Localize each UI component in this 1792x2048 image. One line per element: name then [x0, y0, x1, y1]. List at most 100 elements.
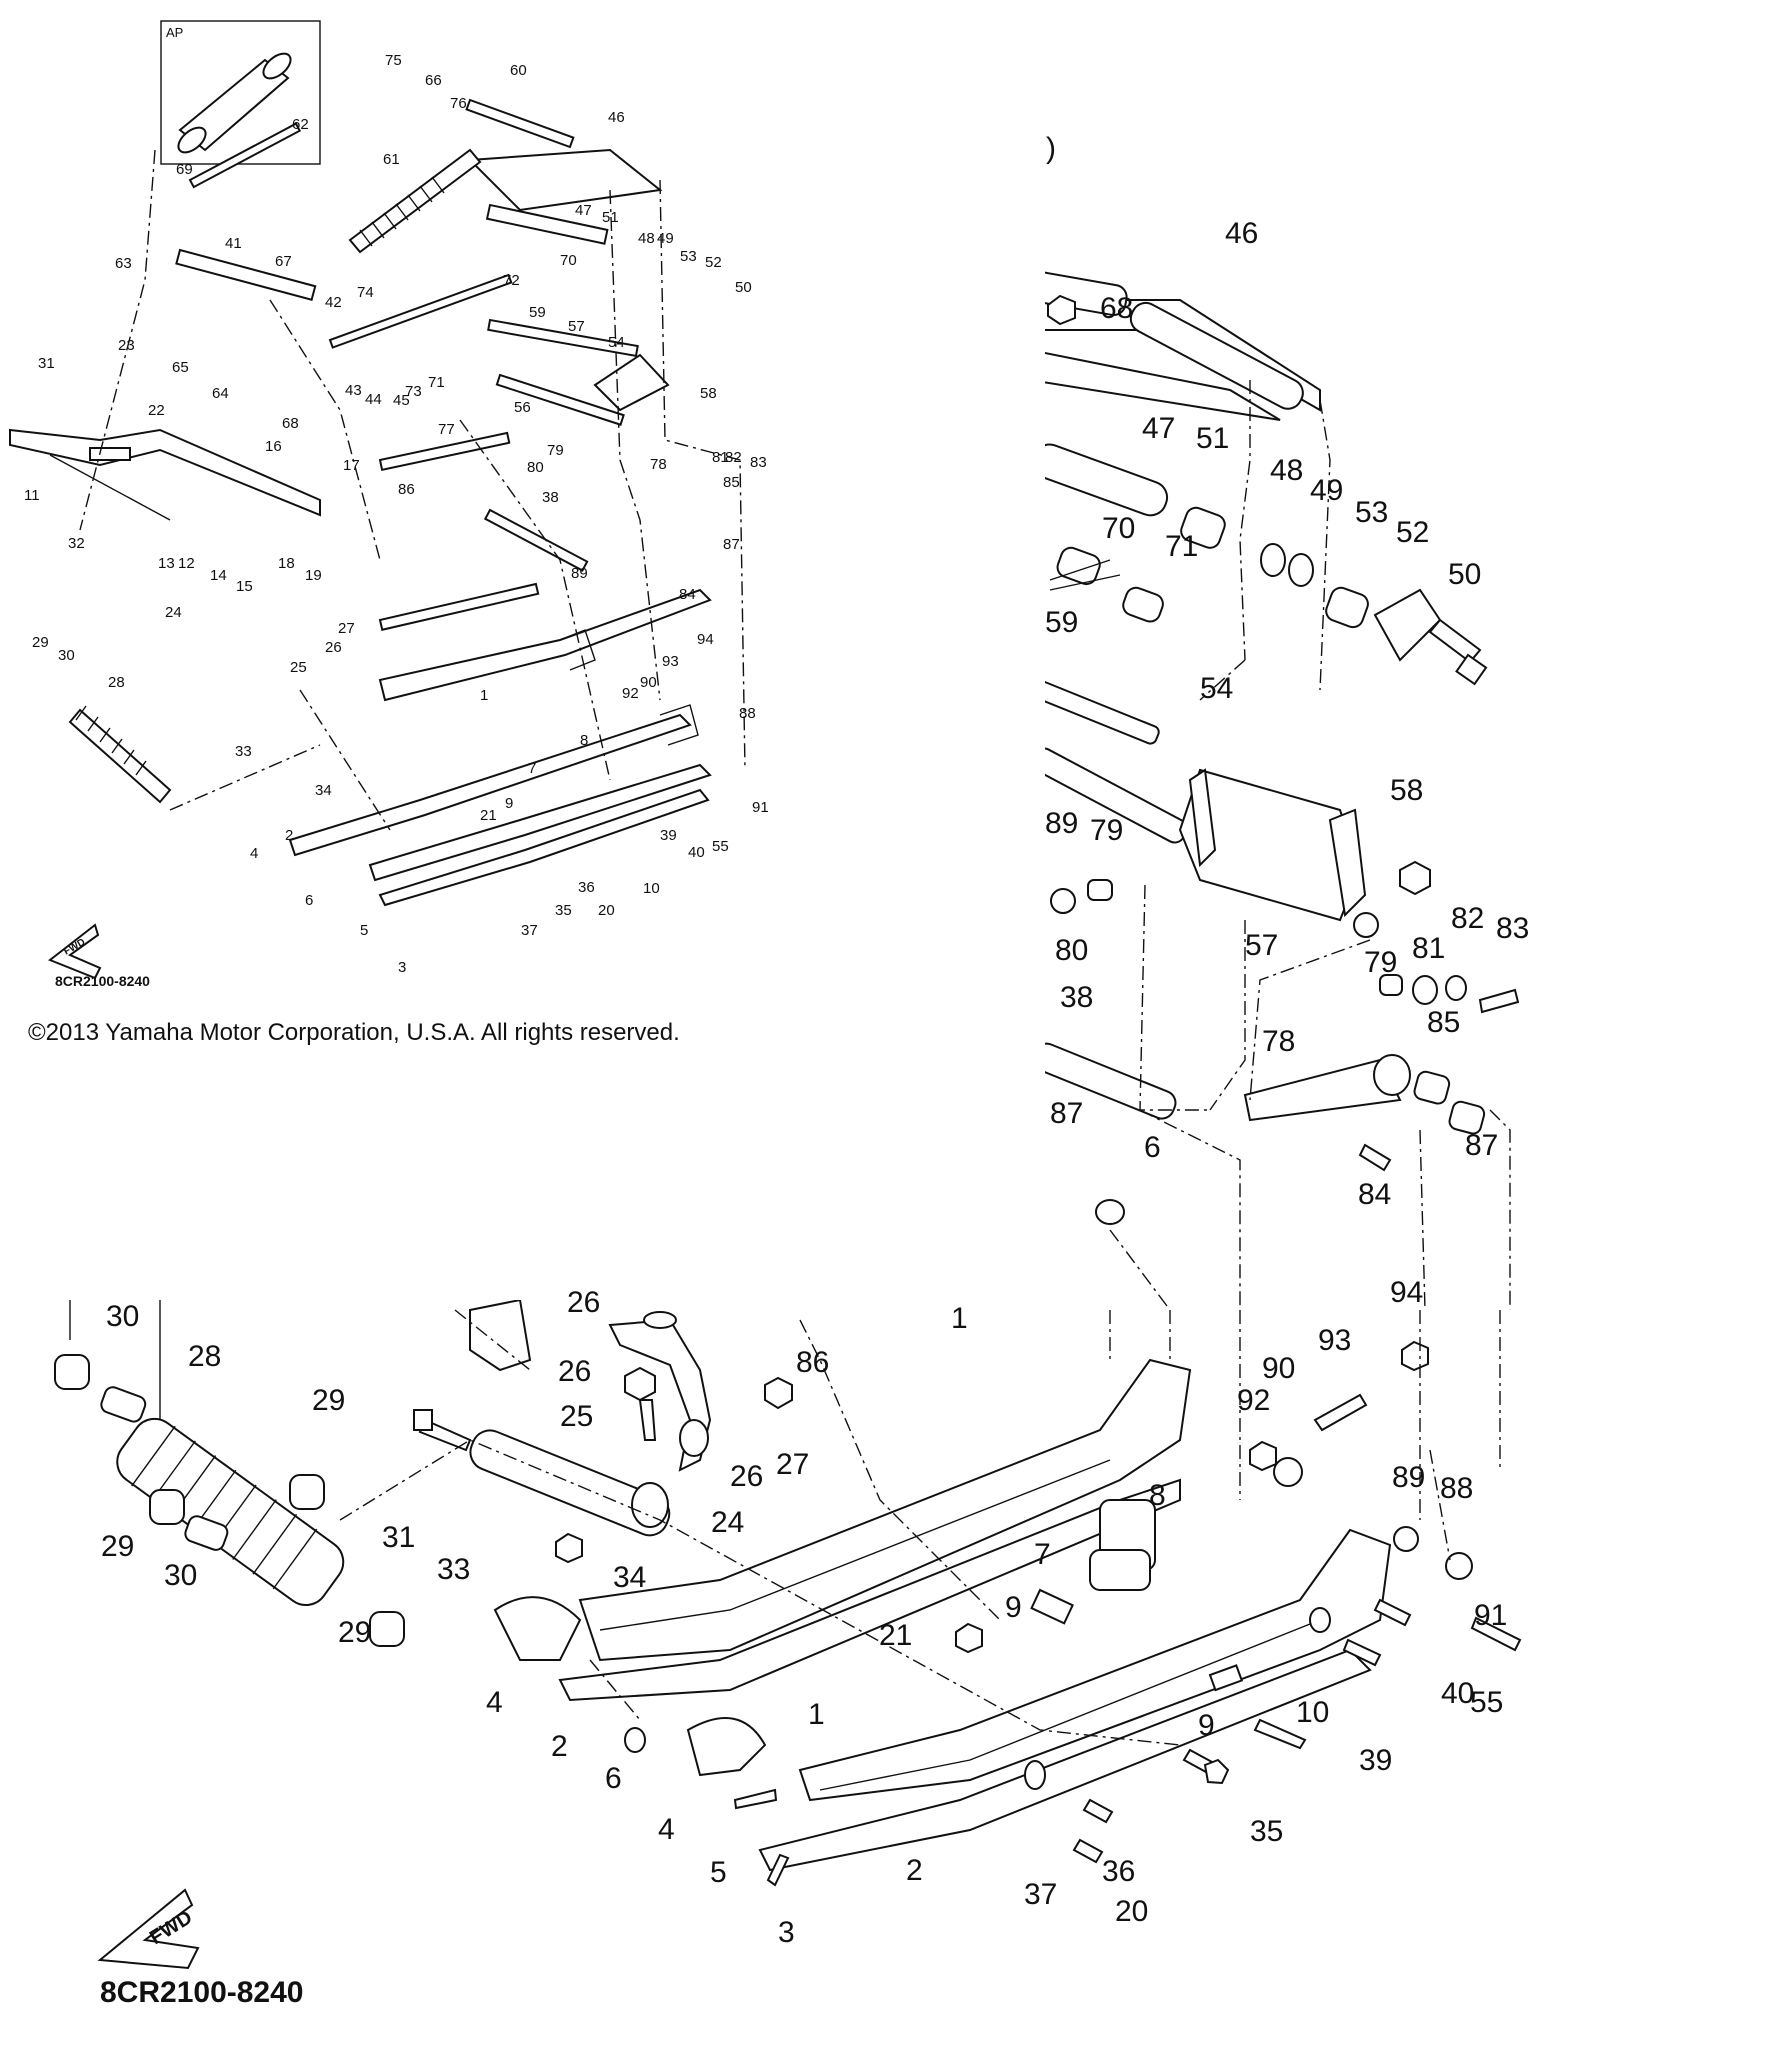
overview-diagram: AP — [9, 20, 769, 989]
overview-callout-54: 54 — [608, 334, 625, 351]
overview-callout-20: 20 — [598, 902, 615, 919]
zoom-upper-callout-89: 89 — [1045, 807, 1078, 840]
zoom-upper-callout-87: 87 — [1465, 1129, 1498, 1162]
zoom-upper-callout-57: 57 — [1245, 929, 1278, 962]
overview-callout-56: 56 — [514, 399, 531, 416]
zoom-lower-callout-5: 5 — [710, 1856, 727, 1889]
overview-callout-35: 35 — [555, 902, 572, 919]
zoom-lower-callout-34: 34 — [613, 1561, 646, 1594]
overview-guide-lines — [79, 149, 746, 831]
zoom-upper-callout-84: 84 — [1358, 1178, 1391, 1211]
overview-callout-62: 62 — [292, 116, 309, 133]
overview-callout-47: 47 — [575, 202, 592, 219]
overview-callout-74: 74 — [357, 284, 374, 301]
overview-shafts — [175, 98, 670, 631]
overview-callout-58: 58 — [700, 385, 717, 402]
overview-callout-84: 84 — [679, 586, 696, 603]
zoom-lower-diagram: FWD 8CR2100-8240 30282929302931333442645… — [54, 1276, 1522, 2009]
overview-callout-91: 91 — [752, 799, 769, 816]
overview-callout-61: 61 — [383, 151, 400, 168]
zoom-upper-callout-71: 71 — [1165, 530, 1198, 563]
zoom-lower-callout-26: 26 — [567, 1286, 600, 1319]
overview-callout-50: 50 — [735, 279, 752, 296]
zoom-lower-callout-2: 2 — [906, 1854, 923, 1887]
zoom-lower-callout-3: 3 — [778, 1916, 795, 1949]
zoom-lower-callout-29: 29 — [101, 1530, 134, 1563]
overview-callout-41: 41 — [225, 235, 242, 252]
overview-callout-15: 15 — [236, 578, 253, 595]
overview-callout-3: 3 — [398, 959, 406, 976]
zoom-lower-callout-4: 4 — [658, 1813, 675, 1846]
zoom-upper-callout-46: 46 — [1225, 217, 1258, 250]
overview-callout-18: 18 — [278, 555, 295, 572]
overview-callout-86: 86 — [398, 481, 415, 498]
overview-callout-2: 2 — [285, 827, 293, 844]
overview-callout-65: 65 — [172, 359, 189, 376]
zoom-lower-callout-4: 4 — [486, 1686, 503, 1719]
overview-slide-rails — [288, 588, 712, 907]
overview-callouts: 1234567891011121314151617181920212223242… — [24, 52, 769, 976]
overview-callout-4: 4 — [250, 845, 258, 862]
overview-callout-46: 46 — [608, 109, 625, 126]
overview-callout-6: 6 — [305, 892, 313, 909]
overview-fwd-label: FWD — [62, 937, 87, 958]
zoom-lower-callout-37: 37 — [1024, 1878, 1057, 1911]
overview-callout-28: 28 — [108, 674, 125, 691]
overview-callout-94: 94 — [697, 631, 714, 648]
zoom-lower-callout-9: 9 — [1198, 1709, 1215, 1742]
zoom-upper-callout-70: 70 — [1102, 512, 1135, 545]
overview-callout-59: 59 — [529, 304, 546, 321]
zoom-lower-callout-8: 8 — [1149, 1479, 1166, 1512]
overview-callout-37: 37 — [521, 922, 538, 939]
overview-callout-29: 29 — [32, 634, 49, 651]
zoom-lower-callout-31: 31 — [382, 1521, 415, 1554]
zoom-lower-callout-88: 88 — [1440, 1472, 1473, 1505]
overview-callout-42: 42 — [325, 294, 342, 311]
zoom-lower-callout-30: 30 — [106, 1300, 139, 1333]
overview-callout-7: 7 — [528, 760, 536, 777]
overview-callout-25: 25 — [290, 659, 307, 676]
zoom-lower-callout-40: 40 — [1441, 1677, 1474, 1710]
zoom-lower-callout-26: 26 — [558, 1355, 591, 1388]
zoom-lower-callout-92: 92 — [1237, 1384, 1270, 1417]
overview-callout-83: 83 — [750, 454, 767, 471]
zoom-upper-callout-79: 79 — [1090, 814, 1123, 847]
overview-callout-34: 34 — [315, 782, 332, 799]
zoom-upper-callout-81: 81 — [1412, 932, 1445, 965]
zoom-lower-callout-86: 86 — [796, 1346, 829, 1379]
zoom-lower-callout-25: 25 — [560, 1400, 593, 1433]
zoom-lower-callout-29: 29 — [312, 1384, 345, 1417]
zoom-lower-callout-33: 33 — [437, 1553, 470, 1586]
zoom-lower-callout-2: 2 — [551, 1730, 568, 1763]
zoom-upper-callout-38: 38 — [1060, 981, 1093, 1014]
zoom-lower-callout-39: 39 — [1359, 1744, 1392, 1777]
overview-callout-75: 75 — [385, 52, 402, 69]
overview-callout-71: 71 — [428, 374, 445, 391]
overview-rear-arm — [467, 148, 663, 245]
ap-inset-label: AP — [166, 25, 183, 40]
zoom-upper-callout-50: 50 — [1448, 558, 1481, 591]
overview-callout-80: 80 — [527, 459, 544, 476]
zoom-lower-callout-94: 94 — [1390, 1276, 1423, 1309]
zoom-lower-callout-27: 27 — [776, 1448, 809, 1481]
overview-callout-77: 77 — [438, 421, 455, 438]
zoom-upper-callout-49: 49 — [1310, 474, 1343, 507]
zoom-lower-callout-30: 30 — [164, 1559, 197, 1592]
zoom-upper-callout-54: 54 — [1200, 672, 1233, 705]
zoom-lower-callout-6: 6 — [605, 1762, 622, 1795]
zoom-lower-callout-28: 28 — [188, 1340, 221, 1373]
zoom-upper-callout-87: 87 — [1050, 1097, 1083, 1130]
overview-callout-40: 40 — [688, 844, 705, 861]
overview-callout-21: 21 — [480, 807, 497, 824]
overview-callout-24: 24 — [165, 604, 182, 621]
overview-shock-61 — [348, 148, 482, 254]
overview-callout-19: 19 — [305, 567, 322, 584]
overview-callout-22: 22 — [148, 402, 165, 419]
overview-callout-81: 81 — [712, 449, 729, 466]
overview-callout-32: 32 — [68, 535, 85, 552]
zoom-lower-callout-20: 20 — [1115, 1895, 1148, 1928]
overview-callout-10: 10 — [643, 880, 660, 897]
overview-callout-90: 90 — [640, 674, 657, 691]
